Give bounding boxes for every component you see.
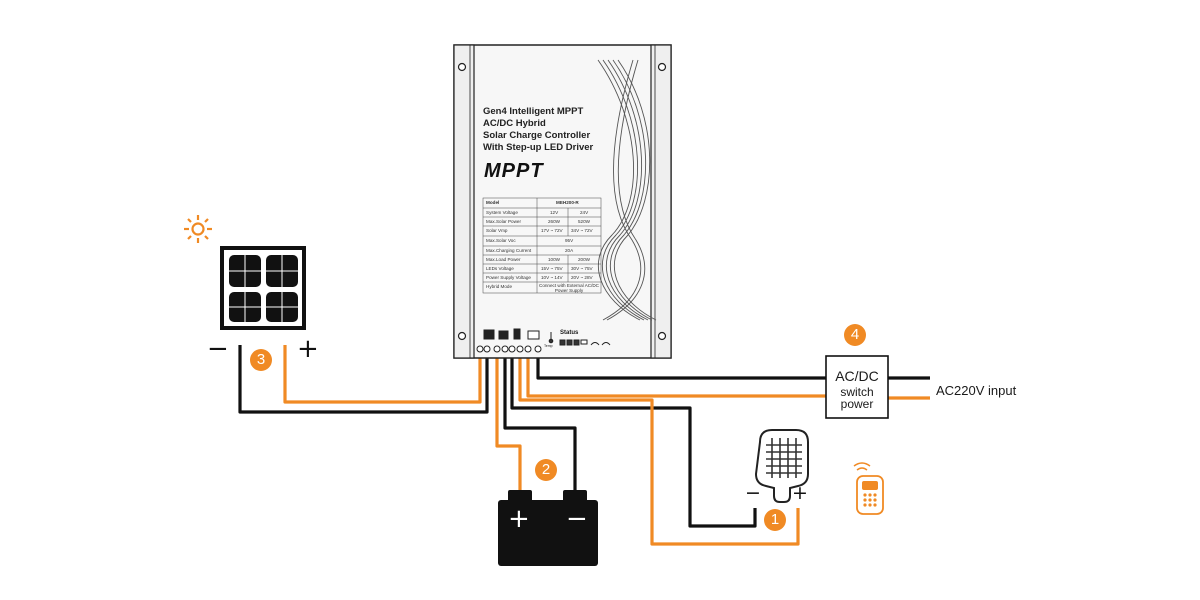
spec-row-label: Max.Solar Power xyxy=(486,219,521,224)
switch-power-box xyxy=(825,355,889,419)
solar-panel-plus-sign: + xyxy=(297,334,319,364)
lamp-plus-sign: + xyxy=(792,482,808,504)
solar-positive-wire xyxy=(283,345,482,404)
spec-row-value-24v: 200W xyxy=(578,257,591,262)
spec-row-value-24v: 520W xyxy=(578,219,591,224)
solar-panel-minus-sign: − xyxy=(207,334,229,364)
spec-row-label: System Voltage xyxy=(486,210,518,215)
spec-row-value-12v: 10V ~ 14V xyxy=(541,275,563,280)
spec-row-label: Hybrid Mode xyxy=(486,284,513,289)
terminal-icons xyxy=(483,328,611,346)
spec-row-value-24v: 20V ~ 28V xyxy=(571,275,593,280)
spec-row-label: Max.Charging Current xyxy=(486,248,532,253)
switch-power-line-1: AC/DC xyxy=(835,368,879,384)
charge-controller xyxy=(453,44,672,359)
spec-row-value-12v: 260W xyxy=(548,219,561,224)
spec-row-label: Max.Solar Voc xyxy=(486,238,516,243)
controller-title-line-4: With Step-up LED Driver xyxy=(483,142,594,153)
spec-row-value: Connect with External AC/DC Power Supply xyxy=(539,283,599,293)
sun-icon xyxy=(184,215,212,243)
spec-row-value-24v: 34V ~ 72V xyxy=(571,228,593,233)
switch-power-black-wire xyxy=(536,352,826,380)
spec-row-value-12v: 17V ~ 72V xyxy=(541,228,563,233)
controller-title-line-1: Gen4 Intelligent MPPT xyxy=(483,106,584,117)
spec-row-label: Power Supply Voltage xyxy=(486,275,531,280)
badge-led-load: 1 xyxy=(764,509,786,531)
lamp-minus-sign: − xyxy=(745,482,761,504)
led-lamp-icon xyxy=(754,429,809,503)
switch-power-line-3: power xyxy=(840,397,874,411)
temp-label: Temp xyxy=(544,344,553,348)
spec-row-value-12v: 12V xyxy=(550,210,559,215)
controller-title-line-3: Solar Charge Controller xyxy=(483,130,591,141)
badge-ac-dc-switch: 4 xyxy=(844,324,866,346)
battery-negative-wire xyxy=(503,352,577,490)
switch-power-line-2: switch xyxy=(840,385,874,399)
remote-control-icon xyxy=(853,462,884,515)
spec-row-value-12v: 100W xyxy=(548,257,561,262)
spec-header-label: Model xyxy=(486,200,500,205)
load-positive-wire xyxy=(518,352,800,546)
switch-power-orange-wire xyxy=(526,352,826,398)
controller-brand: MPPT xyxy=(484,160,544,182)
badge-solar-panel: 3 xyxy=(250,349,272,371)
badge-battery: 2 xyxy=(535,459,557,481)
controller-title-line-2: AC/DC Hybrid xyxy=(483,118,546,129)
spec-row-value: 20A xyxy=(565,248,574,253)
battery-minus-sign: − xyxy=(566,504,588,534)
solar-negative-wire xyxy=(238,345,489,414)
battery-icon xyxy=(498,490,598,566)
load-negative-wire xyxy=(510,352,757,528)
spec-header-model: MEH200-R xyxy=(556,200,579,205)
spec-row-value-12v: 15V ~ 75V xyxy=(541,266,563,271)
spec-row-label: Solar Vmp xyxy=(486,228,508,233)
battery-positive-wire xyxy=(495,352,522,490)
ac-input-label: AC220V input xyxy=(936,383,1017,398)
spec-row-value-24v: 24V xyxy=(580,210,589,215)
status-label: Status xyxy=(560,330,579,336)
spec-row-label: LEDs Voltage xyxy=(486,266,514,271)
solar-panel-icon xyxy=(220,246,306,330)
spec-row-label: Max.Load Power xyxy=(486,257,521,262)
battery-plus-sign: + xyxy=(508,504,530,534)
spec-row-value-24v: 30V ~ 75V xyxy=(571,266,593,271)
spec-row-value: 95V xyxy=(565,238,574,243)
